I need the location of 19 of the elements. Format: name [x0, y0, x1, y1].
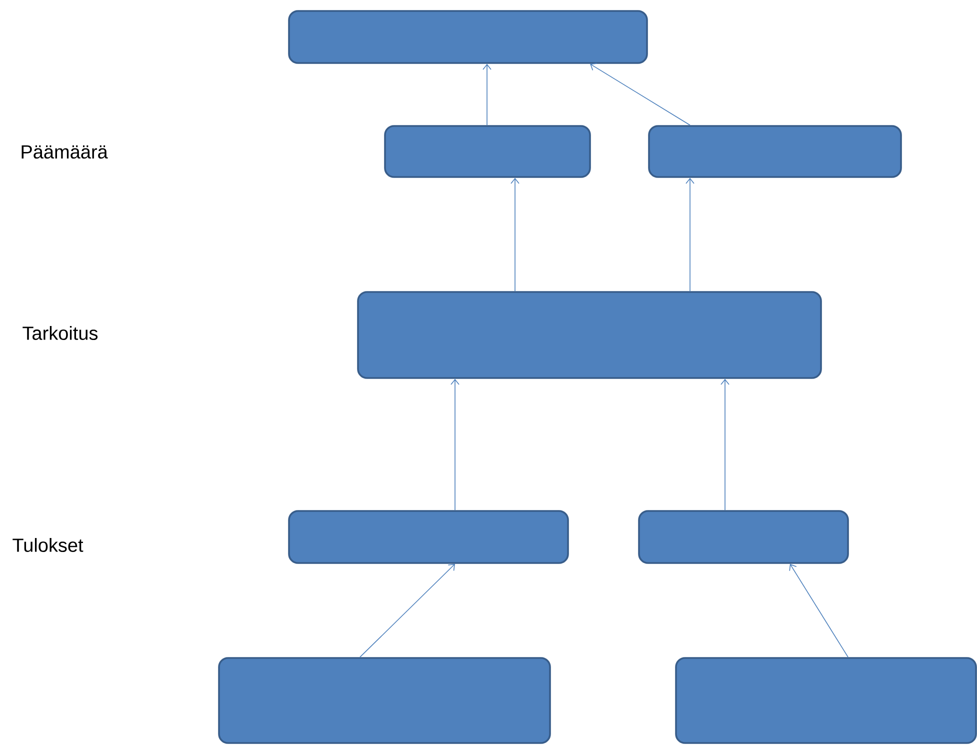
box: [648, 125, 902, 178]
box: [675, 657, 977, 744]
arrow: [686, 178, 694, 292]
arrow: [789, 564, 848, 658]
arrow: [590, 63, 690, 126]
arrow: [720, 378, 730, 510]
level-label: Päämäärä: [22, 145, 108, 159]
box: [218, 657, 551, 744]
box: [288, 10, 648, 64]
box: [357, 291, 822, 379]
arrow: [510, 178, 520, 292]
level-label: Tarkoitus: [22, 326, 98, 340]
box: [288, 510, 569, 564]
box: [638, 510, 849, 564]
level-label: Tulokset: [12, 538, 84, 552]
box: [384, 125, 591, 178]
arrow: [482, 64, 492, 126]
arrow: [360, 564, 455, 658]
arrow: [450, 378, 460, 510]
